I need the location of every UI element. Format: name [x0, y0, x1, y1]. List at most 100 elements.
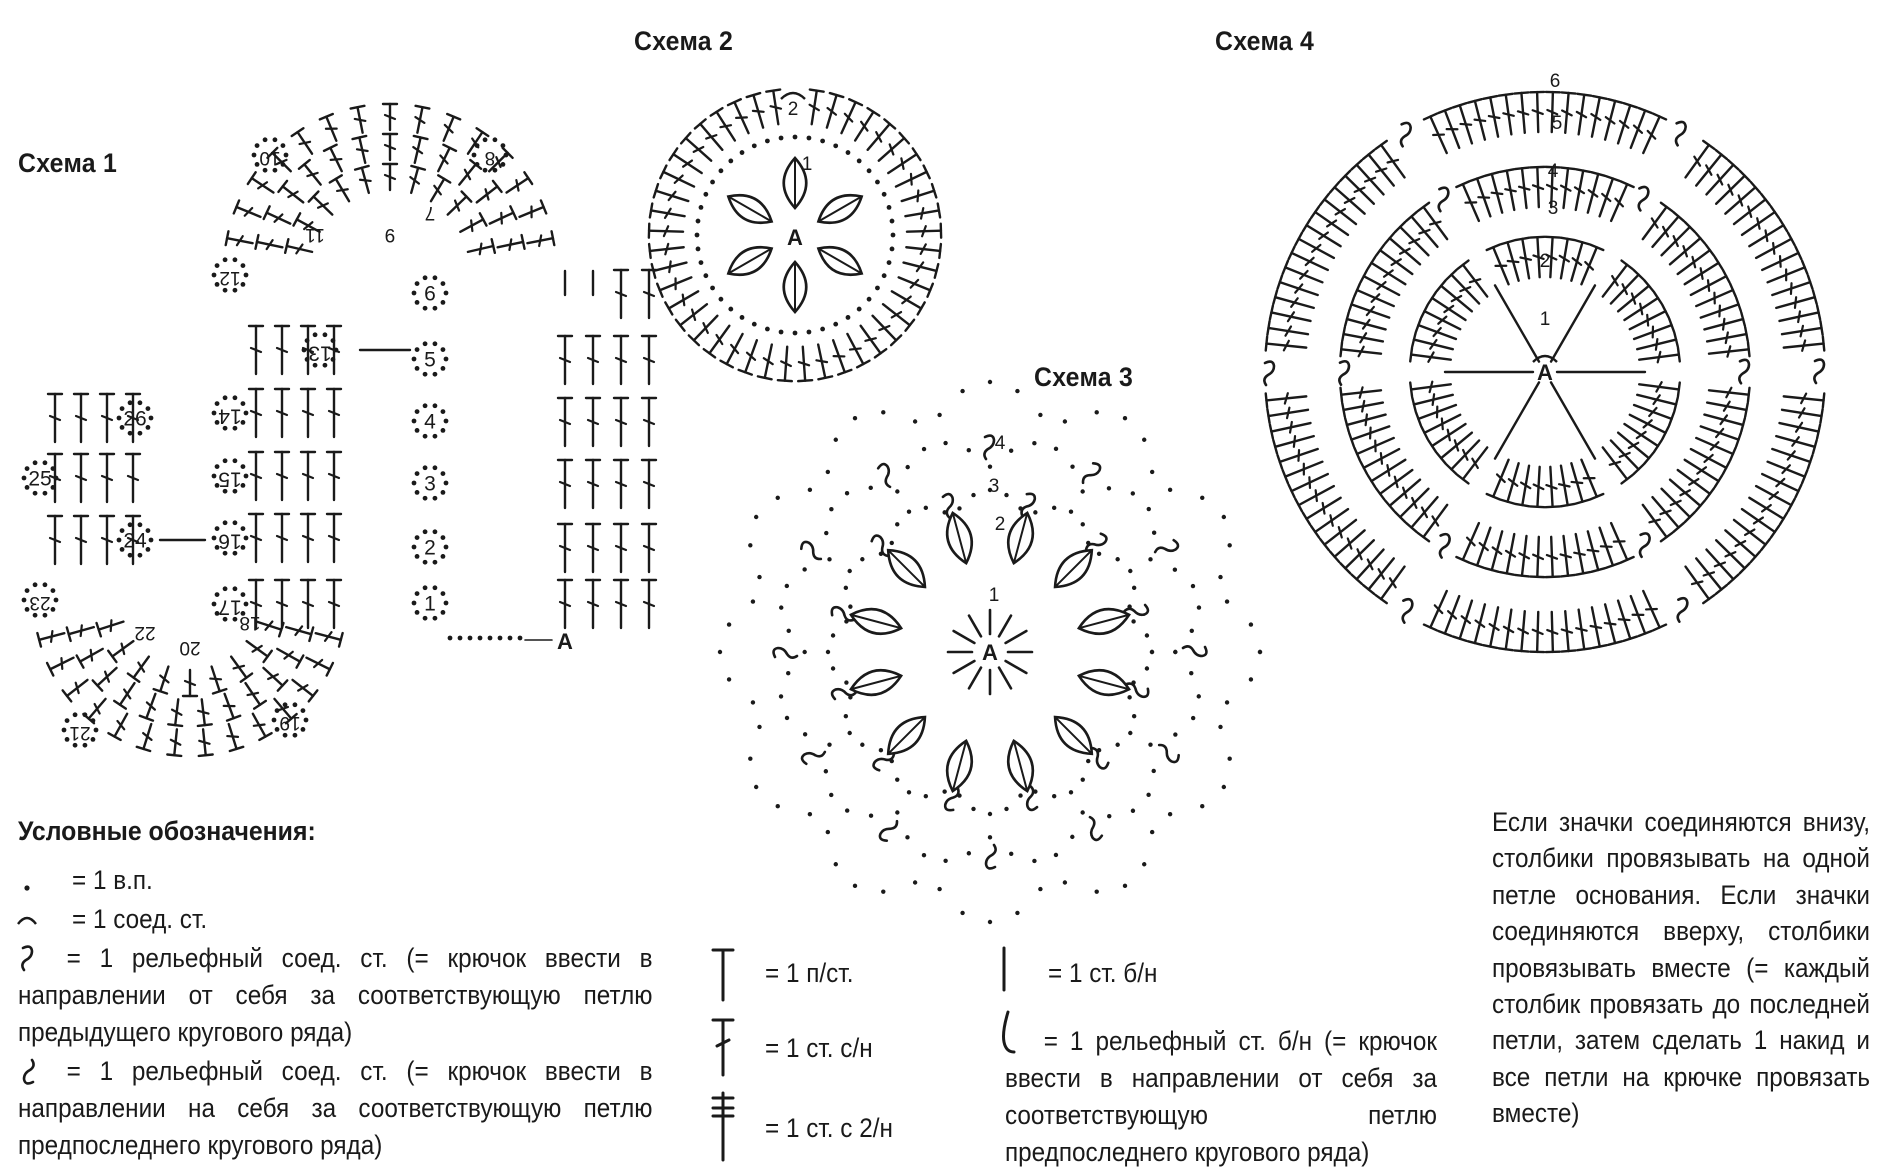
double-crochet-top	[522, 235, 525, 249]
chain-dot	[22, 598, 27, 603]
single-crochet	[1006, 661, 1027, 673]
row-number-1: 1	[1540, 309, 1551, 330]
chain-dot	[1004, 493, 1008, 497]
crossbar	[683, 295, 685, 306]
chain-dot	[1147, 507, 1151, 511]
back-post-slip-stitch	[1083, 816, 1103, 841]
chain-dot	[128, 400, 133, 405]
chain-dot	[867, 168, 872, 173]
double-crochet-top	[1745, 403, 1748, 417]
chain-dot	[1123, 416, 1127, 420]
double-crochet-top	[1311, 206, 1319, 217]
chain-dot	[779, 136, 784, 141]
chain-dot	[710, 286, 715, 291]
chain-dot	[1249, 622, 1253, 626]
double-crochet-top	[1546, 506, 1560, 507]
chain-dot	[718, 650, 722, 654]
chain-dot	[988, 464, 992, 468]
petal-vein	[1014, 741, 1027, 791]
chain-dot	[54, 476, 59, 481]
chain-dot	[895, 810, 899, 814]
crossbar	[1285, 393, 1288, 403]
chain-dot	[869, 814, 873, 818]
double-crochet-top	[650, 204, 652, 218]
chain-dot	[1052, 794, 1056, 798]
back-post-slip-stitch	[1082, 462, 1102, 487]
chain-dot	[415, 281, 420, 286]
chain-dot	[703, 192, 708, 197]
double-crochet-top	[1499, 648, 1513, 650]
chain-dot	[223, 395, 228, 400]
crossbar	[1656, 339, 1657, 350]
chain-dot	[323, 332, 328, 337]
crossbar	[736, 117, 747, 118]
chain-dot	[1222, 515, 1226, 519]
chain-dot	[215, 263, 220, 268]
double-crochet-top	[1703, 141, 1714, 149]
crossbar	[1290, 422, 1292, 433]
chain-dot	[244, 602, 249, 607]
chain-dot	[1115, 557, 1119, 561]
chain-dot	[223, 520, 228, 525]
chain-dot	[740, 150, 745, 155]
double-crochet-top	[1500, 169, 1514, 172]
start-marker-A: A	[1537, 360, 1553, 385]
chain-dot	[1150, 470, 1154, 474]
chain-dot	[415, 300, 420, 305]
chain-dot	[117, 538, 122, 543]
crossbar	[1748, 207, 1751, 217]
chain-dot	[501, 143, 506, 148]
chain-dot	[1015, 911, 1019, 915]
chain-dot	[117, 416, 122, 421]
double-crochet-top	[1457, 475, 1468, 484]
crossbar	[1701, 268, 1703, 279]
crossbar	[1388, 160, 1398, 163]
double-crochet-top	[1608, 99, 1622, 103]
crossbar	[1339, 527, 1342, 537]
chain-dot	[844, 714, 848, 718]
double-crochet-top	[1340, 388, 1342, 402]
double-crochet-top	[1342, 327, 1345, 341]
double-crochet-top	[1817, 425, 1820, 439]
crossbar	[753, 111, 764, 112]
double-crochet-top	[1823, 393, 1824, 407]
double-crochet-top	[414, 136, 428, 139]
chain-dot	[803, 732, 807, 736]
chain-dot	[1150, 650, 1154, 654]
chain-dot	[433, 434, 438, 439]
legend-text-sc: = 1 ст. б/н	[1048, 958, 1157, 988]
double-crochet-top	[670, 148, 678, 160]
chain-dot	[415, 428, 420, 433]
double-crochet-top	[1514, 92, 1528, 93]
crossbar	[1316, 490, 1317, 501]
crossbar	[1704, 572, 1714, 575]
chain-dot	[853, 416, 857, 420]
chain-dot	[1197, 605, 1201, 609]
double-crochet-top	[1376, 488, 1384, 499]
chain-dot	[423, 306, 428, 311]
chain-dot	[444, 481, 449, 486]
double-crochet-top	[108, 651, 116, 662]
chain-dot	[748, 757, 752, 761]
chain-dot	[922, 447, 926, 451]
crossbar	[720, 125, 731, 127]
chain-dot	[1009, 449, 1013, 453]
crossbar	[1505, 189, 1516, 191]
double-crochet-top	[1270, 306, 1273, 320]
chain-dot	[65, 718, 70, 723]
chain-dot	[719, 297, 724, 302]
chain-dot	[433, 560, 438, 565]
chain-dot	[433, 496, 438, 501]
chain-dot	[829, 793, 833, 797]
crossbar	[355, 119, 366, 121]
chain-dot	[22, 476, 27, 481]
double-crochet-top	[1515, 575, 1529, 577]
chain-dot	[433, 403, 438, 408]
chain-dot	[937, 887, 941, 891]
crossbar	[1801, 326, 1803, 337]
start-marker-A: A	[982, 640, 998, 665]
chain-dot	[433, 585, 438, 590]
row-number-1: 1	[802, 154, 813, 175]
post-single-crochet	[1264, 362, 1274, 385]
double-crochet-top	[1622, 261, 1633, 270]
